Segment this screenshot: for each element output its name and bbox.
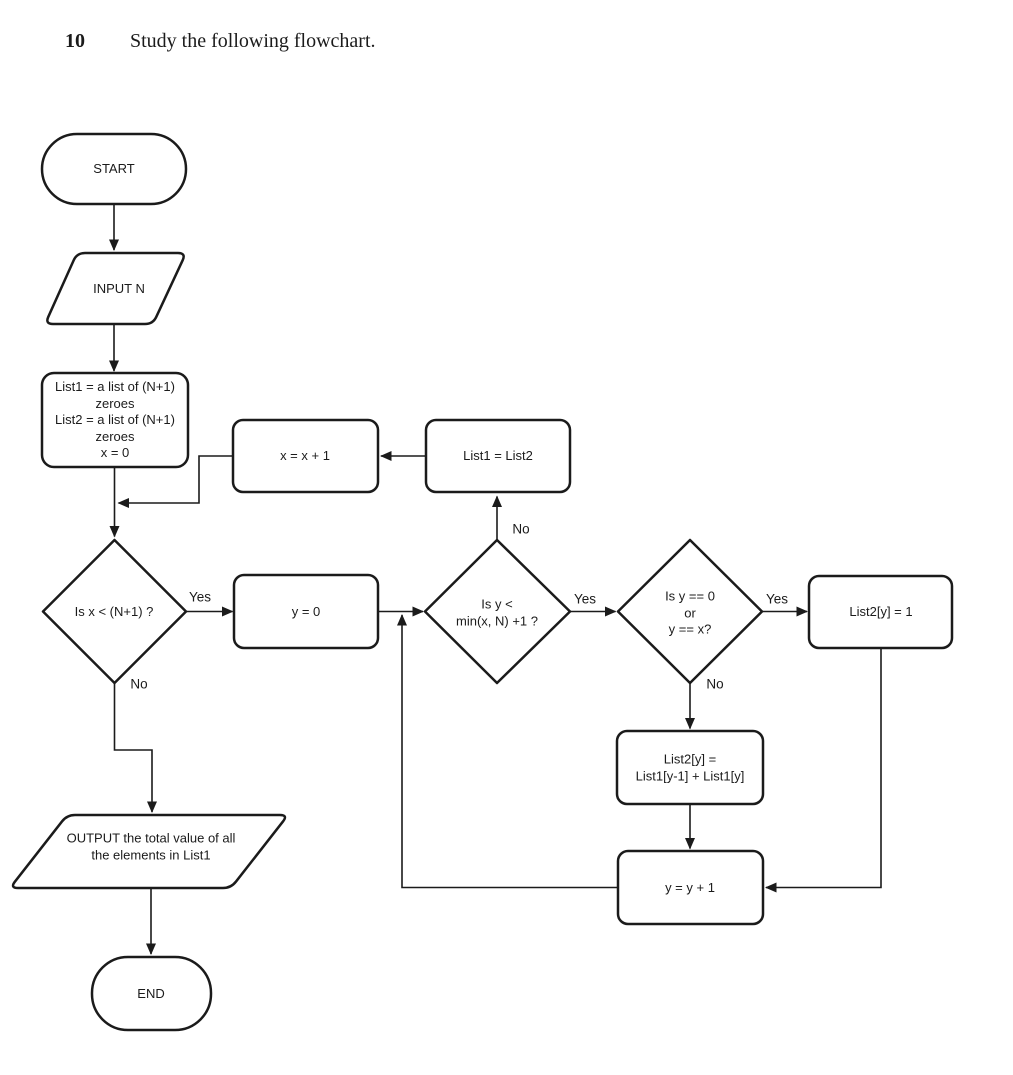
output-node-label: OUTPUT the total value of all the elemen… [66, 830, 236, 863]
end-terminator-shape [90, 955, 213, 1032]
cond-x-yes-label: Yes [186, 589, 214, 605]
cond-edge-no-label: No [704, 676, 726, 692]
pascal-node-label: List2[y] = List1[y-1] + List1[y] [635, 751, 745, 784]
cond-edge-node-label: Is y == 0 or y == x? [665, 588, 715, 637]
y-inc-node-label: y = y + 1 [665, 879, 715, 895]
y-zero-node-label: y = 0 [291, 603, 321, 619]
cond-edge-yes-label: Yes [763, 591, 791, 607]
input-n-node-label: INPUT N [93, 280, 145, 296]
input-n-parallelogram-shape [46, 251, 185, 326]
edge-condx-no-to-output [113, 683, 157, 813]
cond-y-decision-shape [423, 538, 572, 685]
copy-list-process-shape [424, 418, 572, 494]
cond-y-yes-label: Yes [571, 591, 599, 607]
cond-x-no-label: No [128, 676, 150, 692]
output-parallelogram-shape [11, 813, 287, 890]
x-inc-process-shape [231, 418, 380, 494]
x-inc-node-label: x = x + 1 [280, 447, 330, 463]
edge-xinc-feedback [117, 455, 233, 508]
init-process-shape [40, 371, 190, 469]
cond-y-no-label: No [510, 521, 532, 537]
set-one-process-shape [807, 574, 954, 650]
cond-y-node-label: Is y < min(x, N) +1 ? [456, 596, 538, 629]
end-node-label: END [137, 985, 165, 1001]
y-zero-process-shape [232, 573, 380, 650]
start-terminator-shape [40, 132, 188, 206]
cond-x-decision-shape [41, 538, 188, 685]
question-number: 10 [65, 30, 85, 52]
edge-setone-to-yinc [765, 648, 882, 893]
y-inc-process-shape [616, 849, 765, 926]
cond-edge-decision-shape [616, 538, 764, 685]
cond-x-node-label: Is x < (N+1) ? [74, 603, 154, 619]
question-prompt: Study the following flowchart. [130, 30, 376, 52]
set-one-node-label: List2[y] = 1 [849, 603, 913, 619]
pascal-process-shape [615, 729, 765, 806]
copy-list-node-label: List1 = List2 [463, 447, 533, 463]
flow-shapes [11, 132, 954, 1032]
start-node-label: START [93, 160, 135, 176]
edge-yinc-loop-to-condy [397, 614, 618, 889]
init-node-label: List1 = a list of (N+1) zeroes List2 = a… [55, 378, 175, 460]
flow-connectors [109, 205, 882, 955]
